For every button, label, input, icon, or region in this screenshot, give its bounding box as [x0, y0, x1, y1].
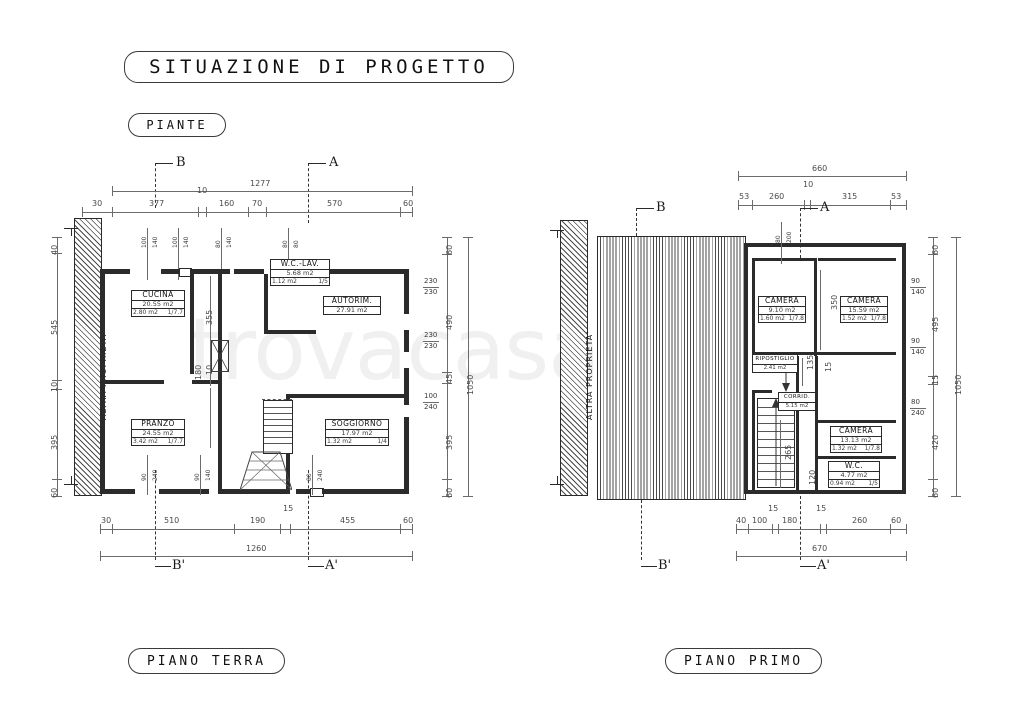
altra-proprieta-label-right: ALTRA PROPRIETA' — [585, 330, 594, 420]
page-title: SITUAZIONE DI PROGETTO — [124, 51, 514, 83]
roof-area-hatch — [597, 236, 746, 500]
room-label-autorimessa: AUTORIM. 27.91 m2 — [323, 296, 381, 315]
stair-flight-icon — [240, 451, 292, 490]
subtitle-piante: PIANTE — [128, 113, 226, 137]
room-label-ripostiglio: RIPOSTIGLIO 2.41 m2 — [752, 354, 798, 373]
section-line-a-left — [308, 470, 309, 560]
caption-piano-primo: PIANO PRIMO — [665, 648, 822, 674]
watermark: trovacasa — [188, 300, 601, 400]
room-label-corridoio: CORRID. 5.15 m2 — [778, 392, 816, 411]
caption-piano-terra: PIANO TERRA — [128, 648, 285, 674]
section-line-a-right — [800, 496, 801, 560]
altra-proprieta-hatch-right — [560, 220, 588, 496]
stair-opening-icon — [211, 340, 229, 372]
section-line-b-left — [155, 470, 156, 560]
altra-proprieta-hatch-left — [74, 218, 102, 496]
section-line-b-right — [641, 500, 642, 560]
